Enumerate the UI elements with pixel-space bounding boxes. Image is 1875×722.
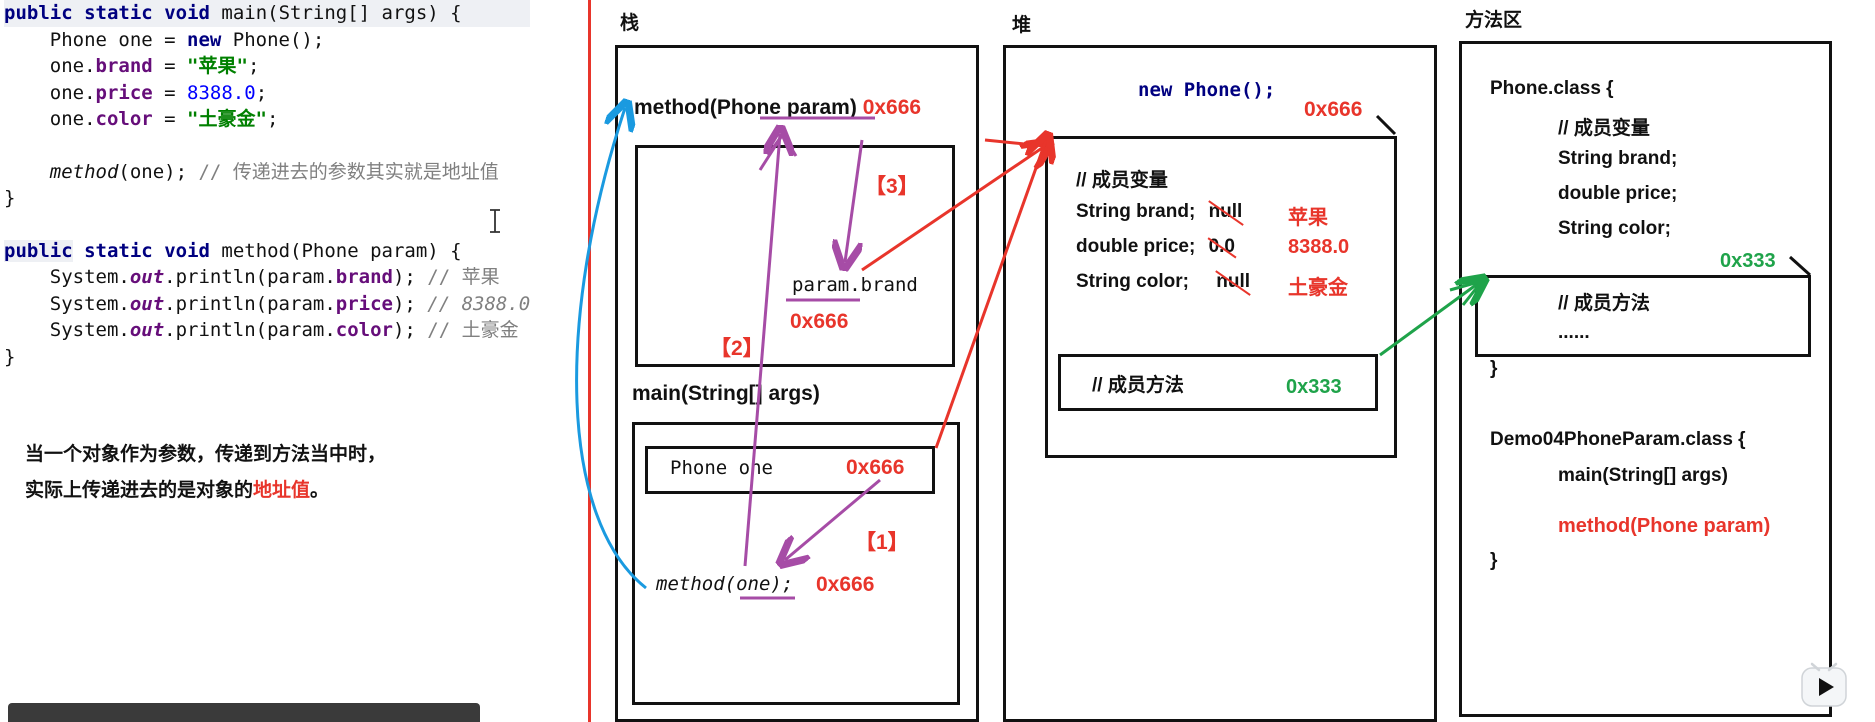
code-line-6: method(one); // 传递进去的参数其实就是地址值 xyxy=(49,160,499,183)
purple-arrow-1 xyxy=(785,478,881,560)
phone-one-var xyxy=(645,446,935,494)
heap-methods-comment: // 成员方法 xyxy=(1092,375,1184,396)
heap-field-brand: String brand; null xyxy=(1076,201,1243,222)
main-frame xyxy=(632,422,960,705)
method-area xyxy=(1459,41,1832,717)
code-line-10: System.out.println(param.price); // 8388… xyxy=(4,292,531,315)
code-line-1: public static void main(String[] args) { xyxy=(4,0,531,27)
method-call-addr: 0x666 xyxy=(816,573,875,596)
red-arrow-param xyxy=(861,146,1045,272)
heap-field-color: String color; null xyxy=(1076,271,1251,292)
subtitle-bar xyxy=(8,703,480,722)
code-line-3: one.brand = "苹果"; xyxy=(4,55,260,77)
purple-arrow-3 xyxy=(845,139,864,262)
heap-methods-box xyxy=(1058,354,1378,411)
heap-fields-comment: // 成员变量 xyxy=(1076,170,1168,191)
code-line-9: System.out.println(param.brand); // 苹果 xyxy=(4,266,500,288)
method-area-title: 方法区 xyxy=(1465,10,1523,31)
method-frame-label: method(Phone param) 0x666 xyxy=(634,96,922,119)
method-call-expr: method(one); xyxy=(656,573,794,595)
step-3-label: 【3】 xyxy=(865,175,919,198)
red-divider xyxy=(588,0,591,722)
param-brand-expr: param.brand xyxy=(792,274,918,296)
stack-title: 栈 xyxy=(620,13,640,34)
class-methods-body: ...... xyxy=(1558,322,1590,343)
phone-class-header: Phone.class { xyxy=(1490,78,1614,99)
code-line-5: one.color = "土豪金"; xyxy=(4,108,279,130)
class-fields-comment: // 成员变量 xyxy=(1558,118,1650,139)
heap-object-addr: 0x666 xyxy=(1304,98,1363,121)
heap-field-price: double price; 0.0 xyxy=(1076,236,1235,257)
heap-field-brand-value: 苹果 xyxy=(1288,207,1328,229)
play-icon[interactable] xyxy=(1800,660,1850,710)
class-field-color: String color; xyxy=(1558,218,1671,239)
explanation-note: 当一个对象作为参数，传递到方法当中时， 实际上传递进去的是对象的地址值。 xyxy=(25,437,386,509)
demo-class-close: } xyxy=(1490,550,1498,571)
purple-arrow-2 xyxy=(743,134,780,567)
phone-one-label: Phone one xyxy=(670,457,773,479)
code-line-11: System.out.println(param.color); // 土豪金 xyxy=(4,319,519,341)
main-frame-label: main(String[] args) xyxy=(632,382,820,405)
step-2-label: 【2】 xyxy=(710,337,764,360)
heap-area xyxy=(1003,45,1437,722)
class-methods-comment: // 成员方法 xyxy=(1558,293,1650,314)
demo-class-method: method(Phone param) xyxy=(1558,515,1771,537)
step-1-label: 【1】 xyxy=(855,531,909,554)
red-arrow-one xyxy=(934,140,1046,449)
note-line-1: 当一个对象作为参数，传递到方法当中时， xyxy=(25,444,387,465)
class-methods-box xyxy=(1475,275,1811,357)
note-line-2: 实际上传递进去的是对象的地址值。 xyxy=(25,480,330,501)
phone-one-addr: 0x666 xyxy=(846,456,905,479)
code-line-8: public static void method(Phone param) { xyxy=(4,239,462,262)
code-panel: public static void main(String[] args) {… xyxy=(4,0,531,370)
blue-call-arrow xyxy=(575,108,647,590)
code-line-2: Phone one = new Phone(); xyxy=(4,28,325,51)
heap-field-color-value: 土豪金 xyxy=(1288,277,1348,299)
code-line-12: } xyxy=(4,345,16,368)
phone-object xyxy=(1045,136,1397,458)
class-field-price: double price; xyxy=(1558,183,1678,204)
code-line-7: } xyxy=(4,187,16,209)
new-phone-expr: new Phone(); xyxy=(1138,79,1276,101)
red-arrow-method xyxy=(984,138,1046,148)
class-methods-addr: 0x333 xyxy=(1720,250,1776,272)
text-cursor-icon xyxy=(488,208,502,239)
stack-area xyxy=(615,45,979,722)
green-arrow-methods xyxy=(1379,282,1480,357)
heap-title: 堆 xyxy=(1012,15,1032,36)
heap-field-price-value: 8388.0 xyxy=(1288,236,1350,258)
demo-class-header: Demo04PhoneParam.class { xyxy=(1490,429,1746,450)
heap-methods-addr: 0x333 xyxy=(1286,376,1342,398)
code-line-4: one.price = 8388.0; xyxy=(4,81,268,104)
class-field-brand: String brand; xyxy=(1558,148,1678,169)
demo-class-main: main(String[] args) xyxy=(1558,465,1728,486)
phone-class-close: } xyxy=(1490,358,1498,379)
param-brand-addr: 0x666 xyxy=(790,310,849,333)
